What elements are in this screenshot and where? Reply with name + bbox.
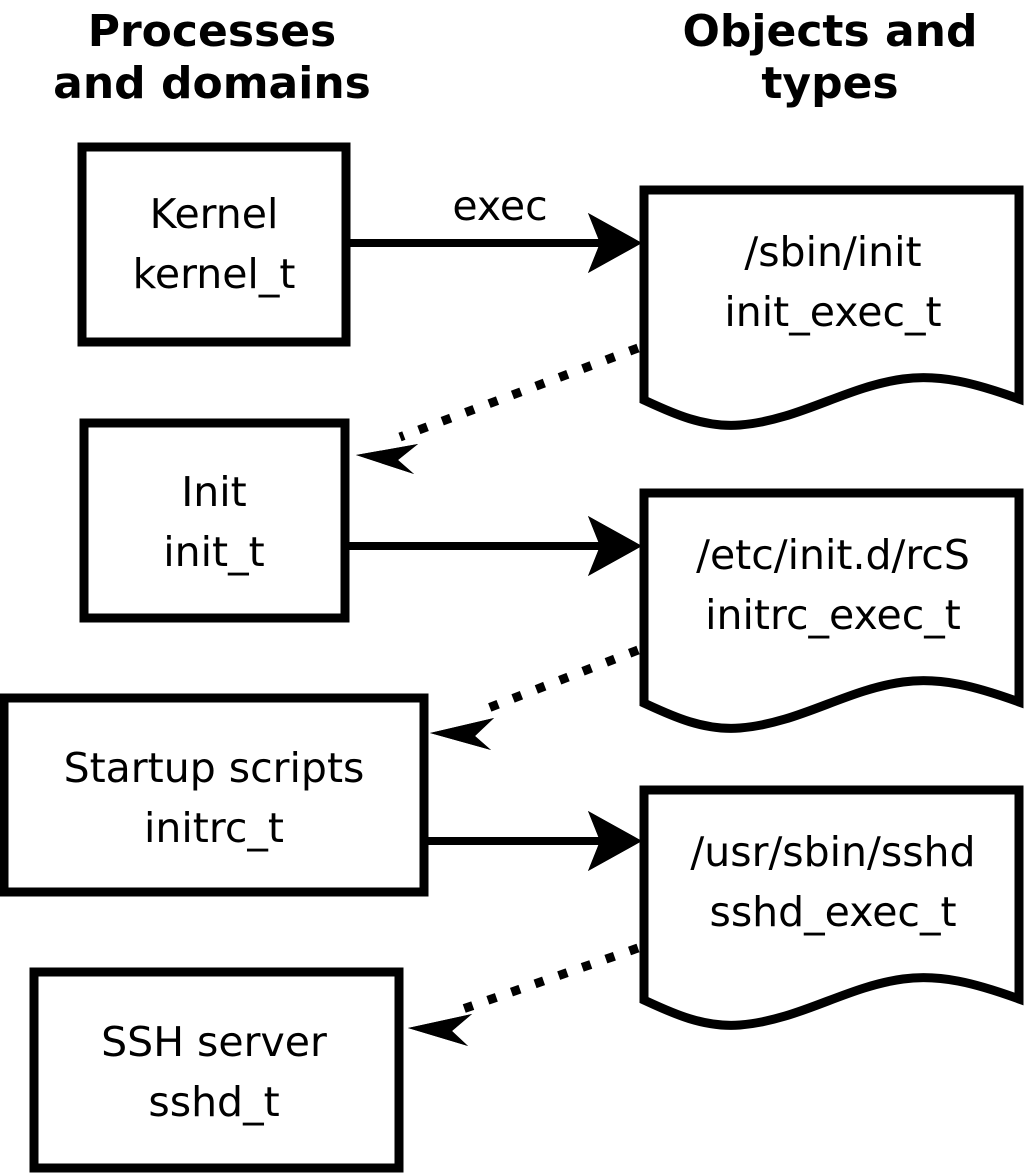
header-left-line1: Processes [88, 6, 337, 57]
edge-line [458, 943, 640, 1015]
arrowhead-right-icon [588, 516, 642, 576]
process-box[interactable] [29, 967, 404, 1173]
process-label-line1: SSH server [101, 1018, 327, 1066]
edge-label-exec: exec [452, 182, 547, 230]
object-label-line1: /usr/sbin/sshd [690, 828, 975, 876]
document-shape[interactable] [639, 785, 1024, 1030]
process-node-init[interactable]: Init init_t [79, 418, 350, 623]
arrowhead-right-icon [588, 213, 642, 273]
process-node-sshd[interactable]: SSH server sshd_t [29, 967, 404, 1173]
process-label-line1: Startup scripts [64, 744, 365, 792]
arrowhead-right-icon [588, 811, 642, 871]
process-box[interactable] [77, 142, 351, 347]
header-right-line1: Objects and [683, 6, 978, 57]
object-node-init-exec[interactable]: /sbin/init init_exec_t [639, 185, 1024, 430]
document-shape[interactable] [639, 488, 1024, 733]
document-shape[interactable] [639, 185, 1024, 430]
object-label-line2: init_exec_t [724, 288, 941, 336]
column-header-processes: Processes and domains [53, 6, 371, 109]
column-header-objects: Objects and types [683, 6, 978, 109]
object-node-initrc-exec[interactable]: /etc/init.d/rcS initrc_exec_t [639, 488, 1024, 733]
process-label-line2: init_t [163, 528, 264, 576]
object-label-line2: sshd_exec_t [709, 888, 956, 936]
process-box[interactable] [0, 693, 429, 897]
arrowhead-left-icon [430, 718, 494, 750]
process-label-line1: Init [181, 468, 247, 516]
arrowheads-overlay [356, 213, 642, 1046]
process-label-line2: sshd_t [148, 1078, 279, 1126]
edge-line [398, 343, 640, 442]
process-label-line2: initrc_t [144, 804, 284, 852]
process-box[interactable] [79, 418, 350, 623]
object-label-line2: initrc_exec_t [705, 591, 961, 639]
header-right-line2: types [761, 58, 898, 109]
process-node-kernel[interactable]: Kernel kernel_t [77, 142, 351, 347]
process-label-line1: Kernel [150, 190, 279, 238]
arrowhead-left-icon [408, 1014, 472, 1046]
process-label-line2: kernel_t [133, 250, 296, 298]
edge-line [476, 645, 640, 717]
object-label-line1: /etc/init.d/rcS [696, 531, 970, 579]
object-label-line1: /sbin/init [744, 228, 921, 276]
arrowhead-left-icon [356, 444, 418, 474]
process-node-initrc[interactable]: Startup scripts initrc_t [0, 693, 429, 897]
header-left-line2: and domains [53, 58, 371, 109]
object-node-sshd-exec[interactable]: /usr/sbin/sshd sshd_exec_t [639, 785, 1024, 1030]
